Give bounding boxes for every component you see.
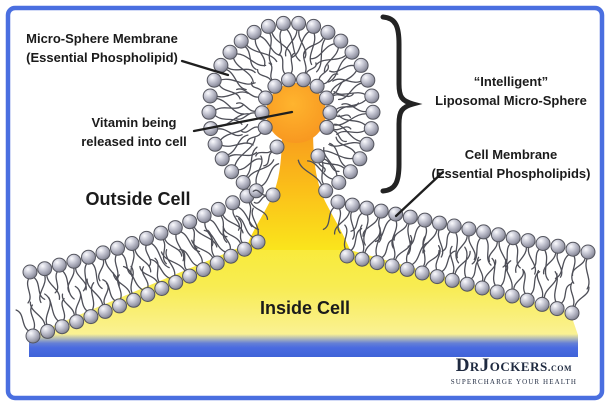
phospholipid-layers <box>15 15 596 344</box>
brand-wordmark: DrJockers.com <box>451 356 577 378</box>
pointer-line-cell-membrane <box>394 170 445 218</box>
vitamin-released-label: Vitamin being released into cell <box>49 113 219 151</box>
cell-membrane-label-line1: Cell Membrane <box>464 147 558 162</box>
cell-membrane-label: Cell Membrane (Essential Phospholipids) <box>418 145 604 183</box>
brand-name: DrJockers <box>455 355 548 376</box>
vitamin-released-label-line2: released into cell <box>81 134 187 149</box>
cell-interior-band <box>29 334 578 357</box>
brace-icon <box>380 14 423 194</box>
frame-border <box>5 5 605 401</box>
inside-cell-label: Inside Cell <box>259 298 351 318</box>
micro-sphere-membrane-label: Micro-Sphere Membrane (Essential Phospho… <box>8 29 196 67</box>
vitamin-released-label-line1: Vitamin being <box>91 115 177 130</box>
vitamin-core <box>266 83 326 143</box>
intelligent-liposome-label: “Intelligent” Liposomal Micro-Sphere <box>418 72 604 110</box>
micro-sphere-membrane-label-line2: (Essential Phospholipid) <box>26 50 178 65</box>
pointer-line-vitamin <box>192 110 294 133</box>
brand-suffix: .com <box>547 362 573 374</box>
brand-tagline: SUPERCHARGE YOUR HEALTH <box>450 378 577 386</box>
intelligent-liposome-label-line1: “Intelligent” <box>473 74 549 89</box>
intelligent-liposome-label-line2: Liposomal Micro-Sphere <box>435 93 587 108</box>
vitamin-stream <box>246 128 350 250</box>
brand-logo: DrJockers.com SUPERCHARGE YOUR HEALTH <box>450 356 577 387</box>
outside-cell-label: Outside Cell <box>85 189 191 209</box>
cell-membrane-label-line2: (Essential Phospholipids) <box>431 166 591 181</box>
pointer-line-micro-sphere <box>180 59 230 77</box>
micro-sphere-membrane-label-line1: Micro-Sphere Membrane <box>26 31 178 46</box>
inside-cell-region <box>29 148 578 357</box>
